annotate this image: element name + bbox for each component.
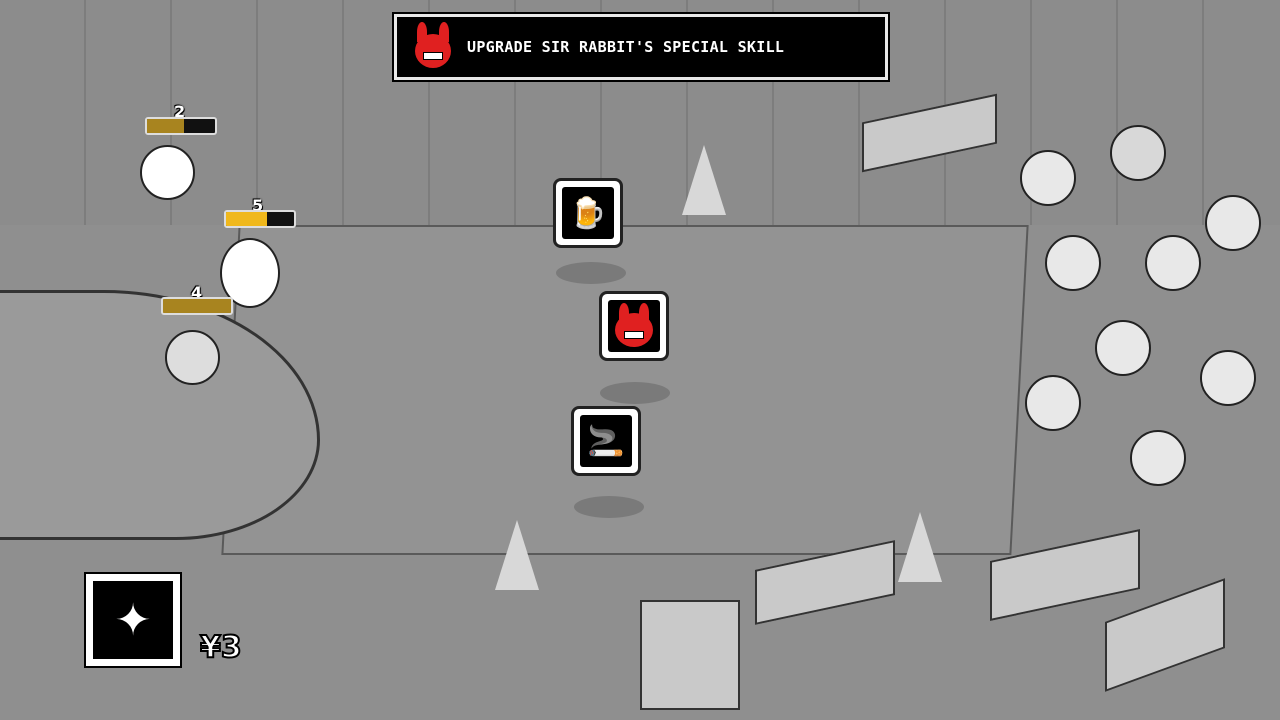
item-slot[interactable]: ✦ <box>84 572 182 668</box>
traffic-cone <box>682 145 726 215</box>
drummer-level: 2 <box>174 102 186 121</box>
cigarettes-icon: 🚬 <box>580 415 632 467</box>
chip-shadow <box>600 382 670 404</box>
bassist-character <box>165 330 220 385</box>
traffic-cone <box>898 512 942 582</box>
guitarist-level: 5 <box>252 196 264 215</box>
skill-choice-beer[interactable]: 🍺 <box>553 178 623 248</box>
beer-mug-icon: 🍺 <box>562 187 614 239</box>
school-desk <box>1105 578 1225 692</box>
red-rabbit-face-icon <box>611 303 657 349</box>
banner-title: UPGRADE SIR RABBIT'S SPECIAL SKILL <box>467 38 785 56</box>
crowd <box>1000 125 1280 540</box>
chip-shadow <box>556 262 626 284</box>
chip-shadow <box>574 496 644 518</box>
traffic-cone <box>495 520 539 590</box>
item-price: ¥3 <box>199 629 243 666</box>
skill-choice-sir-rabbit[interactable] <box>599 291 669 361</box>
skill-choice-cigarettes[interactable]: 🚬 <box>571 406 641 476</box>
bassist-level: 4 <box>191 283 203 302</box>
drummer-level-bar <box>145 117 217 135</box>
school-desk <box>990 529 1140 621</box>
upgrade-banner: UPGRADE SIR RABBIT'S SPECIAL SKILL <box>392 12 890 82</box>
bassist-level-bar <box>161 297 233 315</box>
guitarist-character <box>220 238 280 308</box>
shuriken-icon: ✦ <box>93 581 173 659</box>
guitarist-level-bar <box>224 210 296 228</box>
crate <box>640 600 740 710</box>
red-rabbit-face-icon <box>409 22 459 72</box>
drummer-character <box>140 145 195 200</box>
